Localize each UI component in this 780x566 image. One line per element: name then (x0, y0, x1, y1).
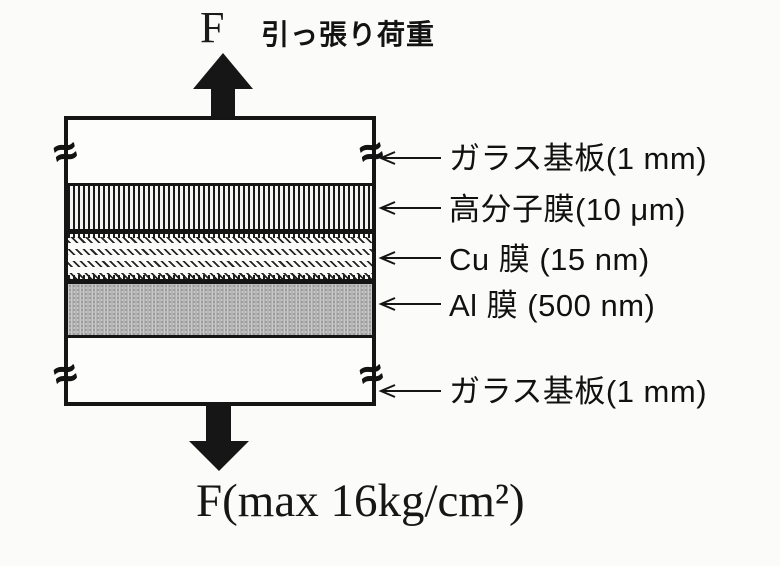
left-arrow-icon (378, 384, 441, 398)
layer-al-film (68, 281, 372, 338)
max-force-label: F(max 16kg/cm²) (196, 475, 525, 527)
layer-label-glass-bottom: ガラス基板(1 mm) (449, 374, 708, 409)
left-arrow-icon (378, 151, 441, 165)
up-arrow-shaft (211, 87, 235, 120)
tensile-load-label: 引っ張り荷重 (261, 19, 436, 50)
layer-label-al-film: Al 膜 (500 nm) (449, 288, 656, 323)
specimen-box (64, 116, 376, 406)
up-arrow-icon (193, 53, 253, 89)
left-arrow-icon (378, 297, 441, 311)
layer-glass-top (68, 120, 372, 183)
layer-cu-film (68, 232, 372, 281)
layer-polymer-film (68, 183, 372, 232)
layer-label-polymer-film: 高分子膜(10 μm) (449, 192, 686, 227)
left-arrow-icon (378, 251, 441, 265)
layer-glass-bottom (68, 338, 372, 402)
layer-label-cu-film: Cu 膜 (15 nm) (449, 242, 650, 277)
layer-label-glass-top: ガラス基板(1 mm) (449, 141, 708, 176)
down-arrow-icon (189, 441, 249, 471)
left-arrow-icon (378, 201, 441, 215)
force-symbol-top: F (200, 3, 225, 52)
down-arrow-shaft (206, 403, 231, 441)
